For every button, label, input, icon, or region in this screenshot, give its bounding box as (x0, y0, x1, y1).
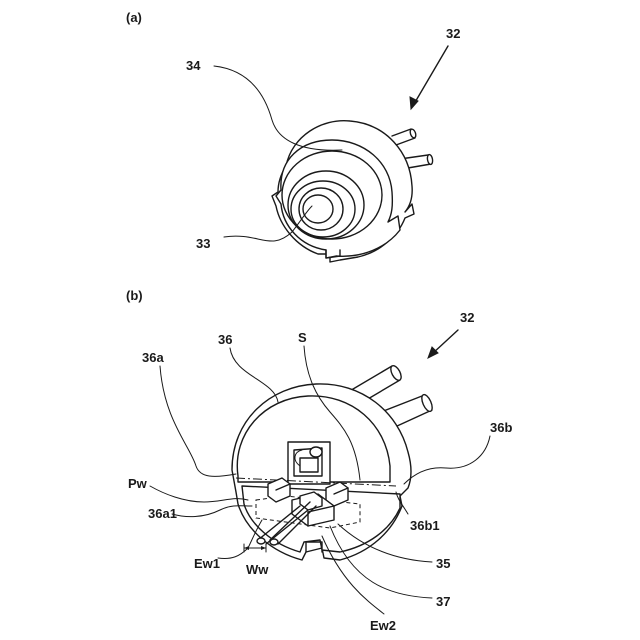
label-36b: 36b (490, 420, 512, 435)
label-s: S (298, 330, 307, 345)
label-33: 33 (196, 236, 210, 251)
figure-a: (a) 32 (126, 10, 460, 262)
label-36a: 36a (142, 350, 164, 365)
arrow-32-a (410, 46, 448, 109)
label-37: 37 (436, 594, 450, 609)
label-ew1: Ew1 (194, 556, 220, 571)
label-35: 35 (436, 556, 450, 571)
label-36: 36 (218, 332, 232, 347)
label-34: 34 (186, 58, 201, 73)
panel-label-b: (b) (126, 288, 143, 303)
label-ww: Ww (246, 562, 269, 577)
figure-b: (b) (126, 288, 512, 633)
label-36b1: 36b1 (410, 518, 440, 533)
arrow-32-b (428, 330, 458, 358)
panel-label-a: (a) (126, 10, 142, 25)
label-36a1: 36a1 (148, 506, 177, 521)
bond-ball-top (310, 447, 322, 457)
label-32-b: 32 (460, 310, 474, 325)
chip-37 (300, 492, 322, 510)
label-pw: Pw (128, 476, 148, 491)
photodiode (300, 458, 318, 472)
label-32-a: 32 (446, 26, 460, 41)
label-ew2: Ew2 (370, 618, 396, 633)
